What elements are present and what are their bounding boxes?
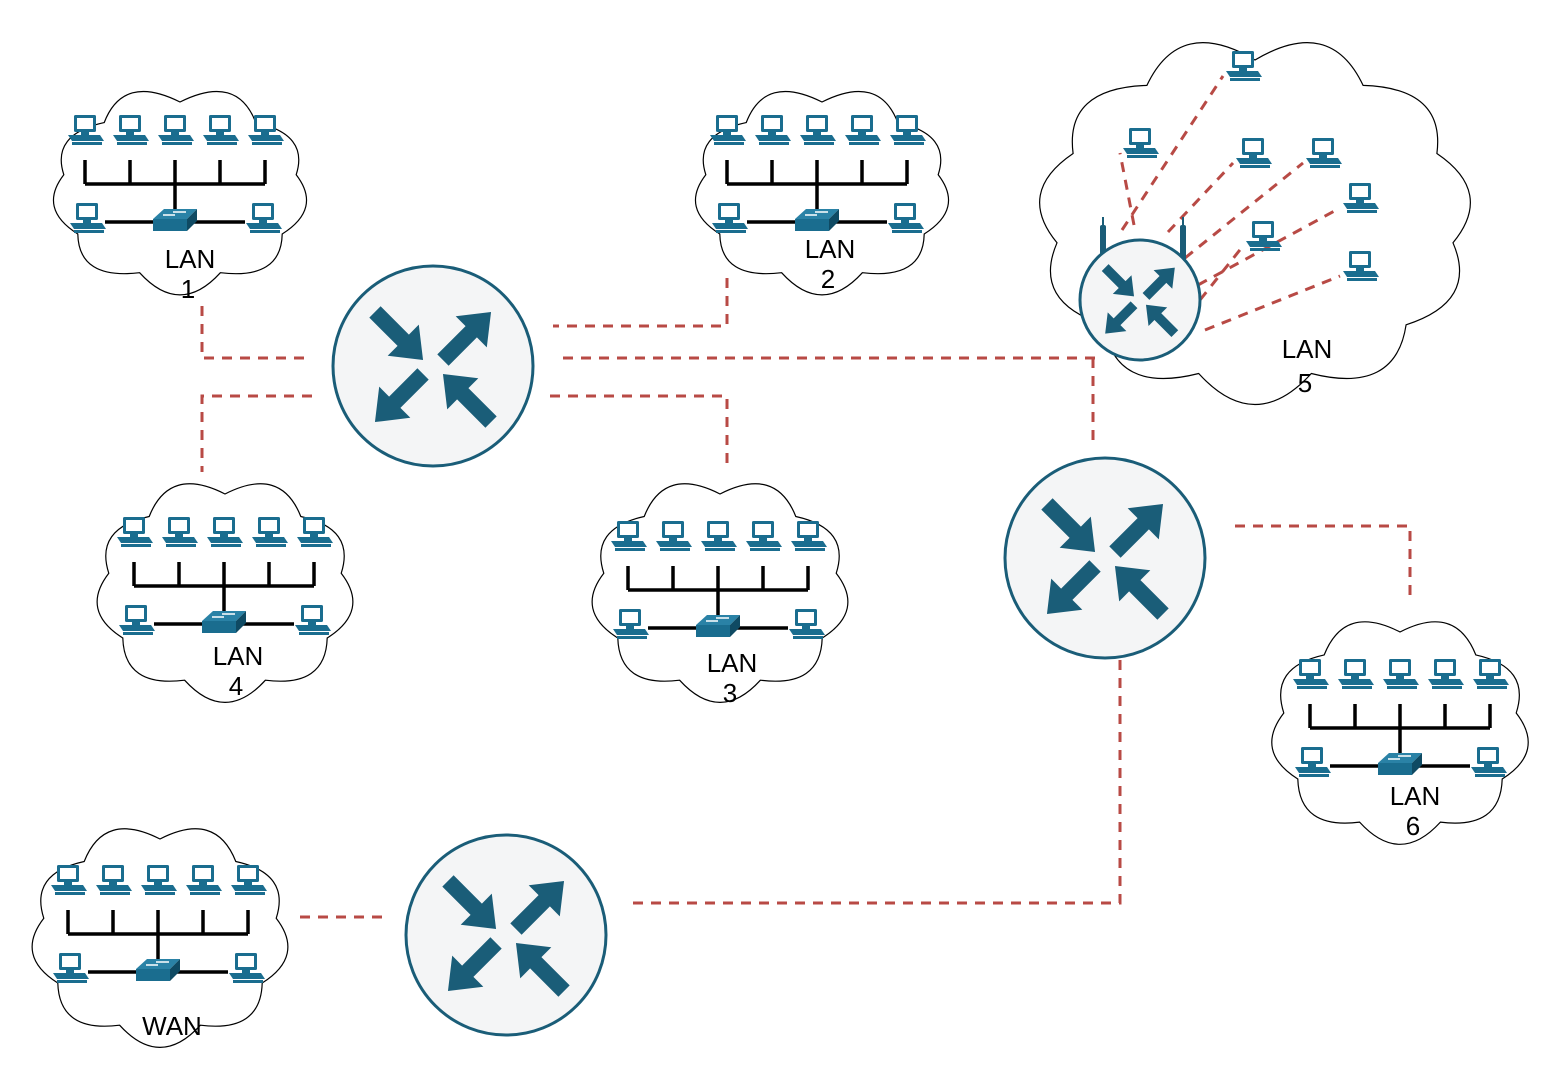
router-arrow [1041,498,1096,553]
router-arrow [442,875,497,930]
router-arrow [369,306,424,361]
router-arrow [1046,560,1101,615]
lan4-number: 4 [229,671,243,701]
routers-layer [331,264,1207,1037]
lan4-label: LAN [213,641,264,671]
router-arrow [1109,503,1164,558]
wireless-link [1204,274,1341,332]
wireless-link [1118,152,1136,226]
wireless-link [1184,161,1304,260]
router-arrow [442,373,497,428]
router-body [1078,238,1202,362]
router-body [1003,456,1207,660]
lan3-label: LAN [707,648,758,678]
lan1-label: LAN [165,244,216,274]
router-arrow [510,880,565,935]
lan6-label: LAN [1390,781,1441,811]
lan6-number: 6 [1406,811,1420,841]
link-lan3-router-a [550,394,729,466]
wan-cloud: WAN [31,828,289,1048]
router-arrow [1114,565,1169,620]
wireless-router-icon [1078,238,1202,362]
router-arrow [1142,267,1175,300]
router-body [331,264,535,468]
router-body [404,833,608,1037]
link-lan2-router-a [553,278,729,328]
wireless-link [1166,161,1235,234]
router-arrow [1101,264,1135,297]
router-arrow [447,937,502,992]
lan1-number: 1 [181,274,195,304]
wireless-link [1120,75,1225,231]
lan3-number: 3 [723,678,737,708]
lan2-label: LAN [805,234,856,264]
router-arrow [515,942,570,997]
link-router-b-lan6 [1235,524,1412,600]
lan5-label: LAN [1282,334,1333,364]
links-layer [200,278,1412,919]
wan-label: WAN [142,1011,202,1041]
router-c router-icon [404,833,608,1037]
wireless-link [1198,245,1245,301]
lan5-cloud: LAN 5 [1039,42,1471,405]
lan2-number: 2 [821,264,835,294]
lan3-cloud-outline [591,483,849,703]
link-lan1-router-a [200,306,312,360]
link-lan4-router-a [200,394,312,472]
router-a router-icon [331,264,535,468]
wan-cloud-outline [31,828,289,1048]
lan5-number: 5 [1298,368,1312,398]
router-arrow [437,311,492,366]
router-arrow [1105,301,1138,334]
link-router-b-router-c [630,660,1122,905]
router-arrow [1145,304,1179,338]
router-b router-icon [1003,456,1207,660]
antenna-icon [1180,225,1186,261]
router-arrow [374,368,429,423]
